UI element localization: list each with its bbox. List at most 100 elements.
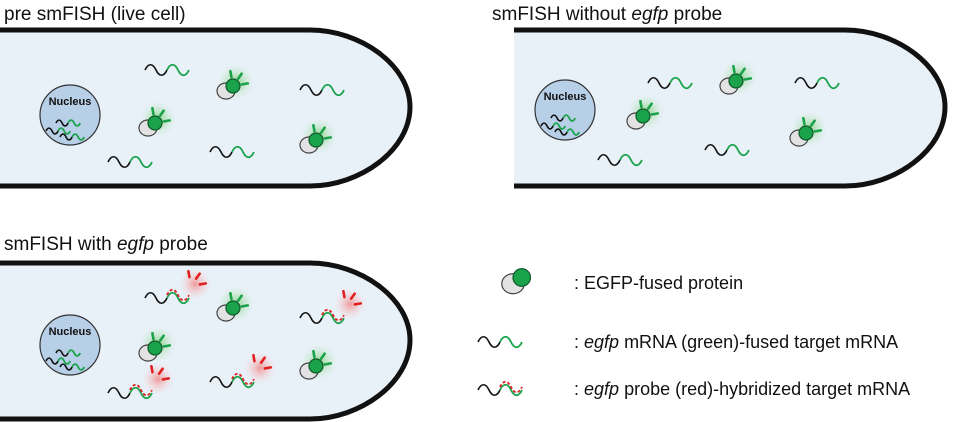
fluorescence-ray bbox=[639, 99, 643, 109]
fluorescence-ray bbox=[157, 367, 164, 375]
mrna-egfp-segment bbox=[566, 128, 581, 136]
fluorescence-ray bbox=[739, 67, 746, 75]
fluorescence-ray bbox=[150, 364, 154, 374]
mrna-target-segment bbox=[45, 357, 59, 365]
fluorescence-ray bbox=[162, 344, 172, 348]
egfp-protein bbox=[798, 125, 814, 141]
fluorescence-ray bbox=[349, 292, 356, 300]
fluorescence-ray bbox=[323, 362, 333, 366]
mrna-target-segment bbox=[59, 133, 73, 141]
probe-glow bbox=[244, 352, 276, 384]
fluorescence-ray bbox=[743, 77, 753, 81]
fluorescence-ray bbox=[732, 64, 736, 74]
mrna-egfp-segment bbox=[71, 363, 86, 371]
mrna bbox=[597, 153, 643, 167]
mrna-target-segment bbox=[144, 63, 168, 77]
fluorescence-ray bbox=[240, 304, 250, 308]
fluorescence-ray bbox=[252, 353, 256, 363]
mrna bbox=[45, 127, 72, 135]
nucleus-label: Nucleus bbox=[49, 96, 92, 108]
fluorescence-ray bbox=[353, 302, 363, 306]
mrna-target-segment bbox=[647, 76, 671, 90]
mrna-egfp-segment bbox=[562, 114, 577, 122]
egfp-protein bbox=[728, 73, 744, 89]
mrna bbox=[299, 83, 345, 97]
mrna-egfp-segment bbox=[231, 375, 255, 389]
mrna-target-segment bbox=[107, 155, 131, 169]
fluorescence-ray bbox=[319, 352, 326, 360]
mrna-egfp-segment bbox=[499, 383, 523, 397]
fluorescence-ray bbox=[158, 334, 165, 342]
mrna bbox=[45, 357, 72, 365]
egfp-protein bbox=[308, 358, 324, 374]
egfp-fused-protein bbox=[299, 344, 337, 380]
mrna bbox=[554, 128, 581, 136]
legend-probe-strand bbox=[499, 380, 523, 394]
mrna-egfp-segment bbox=[321, 83, 345, 97]
fluorescence-ray bbox=[259, 356, 266, 364]
mrna-target-segment bbox=[209, 145, 233, 159]
legend-mrna-label: : egfp mRNA (green)-fused target mRNA bbox=[574, 332, 899, 352]
mrna-target-segment bbox=[209, 375, 233, 389]
egfp-fused-protein bbox=[299, 118, 337, 154]
mrna-target-segment bbox=[59, 363, 73, 371]
nucleus-body bbox=[534, 79, 596, 141]
mrna-target-segment bbox=[299, 311, 323, 325]
fluorescence-ray bbox=[158, 109, 165, 117]
hybridized-mrna bbox=[107, 363, 174, 400]
legend-protein-label: : EGFP-fused protein bbox=[574, 273, 744, 293]
egfp-fused-protein bbox=[501, 268, 532, 295]
fluorescence-ray bbox=[323, 136, 333, 140]
fluorescence-ray bbox=[198, 282, 208, 286]
egfp-fused-protein bbox=[138, 326, 176, 362]
mrna bbox=[704, 143, 750, 157]
egfp-fused-protein bbox=[216, 64, 254, 100]
mrna-egfp-segment bbox=[669, 76, 693, 90]
mrna-target-segment bbox=[107, 386, 131, 400]
mrna bbox=[647, 76, 693, 90]
mrna bbox=[477, 335, 523, 349]
cell-with bbox=[0, 260, 413, 422]
mrna-egfp-segment bbox=[67, 119, 82, 127]
panel-title-pre: pre smFISH (live cell) bbox=[4, 4, 186, 25]
fluorescence-ray bbox=[187, 269, 191, 279]
egfp-protein bbox=[512, 268, 532, 287]
mrna-egfp-segment bbox=[231, 145, 255, 159]
fluorescence-ray bbox=[809, 119, 816, 127]
fluorescence-ray bbox=[229, 291, 233, 301]
egfp-protein bbox=[635, 108, 651, 124]
probe-glow bbox=[334, 288, 366, 320]
mrna-egfp-segment bbox=[57, 357, 72, 365]
mrna-egfp-segment bbox=[726, 143, 750, 157]
egfp-protein bbox=[225, 300, 241, 316]
mrna-target-segment bbox=[55, 349, 69, 357]
mrna-egfp-segment bbox=[57, 127, 72, 135]
fluorescence-ray bbox=[236, 294, 243, 302]
fluorescence-ray bbox=[650, 112, 660, 116]
fluorescence-ray bbox=[151, 106, 155, 116]
egfp-fused-protein bbox=[216, 286, 254, 322]
probe-strand bbox=[231, 372, 255, 386]
nucleus-body bbox=[39, 84, 101, 146]
mrna-egfp-segment bbox=[129, 386, 153, 400]
egfp-fused-protein bbox=[789, 111, 827, 147]
cell-without bbox=[514, 27, 948, 189]
mrna bbox=[59, 363, 86, 371]
fluorescence-ray bbox=[263, 366, 273, 370]
fluorescence-ray bbox=[151, 331, 155, 341]
mrna-target-segment bbox=[554, 128, 568, 136]
mrna-target-segment bbox=[597, 153, 621, 167]
mrna bbox=[477, 383, 523, 397]
egfp-fused-protein bbox=[138, 101, 176, 137]
fluorescence-ray bbox=[319, 126, 326, 134]
probe-glow bbox=[179, 268, 211, 300]
mrna bbox=[550, 114, 577, 122]
fluorescence-ray bbox=[802, 116, 806, 126]
fluorescence-ray bbox=[813, 129, 823, 133]
probe-strand bbox=[129, 383, 153, 397]
hybridized-mrna bbox=[299, 288, 366, 325]
mrna bbox=[540, 122, 567, 130]
mrna bbox=[107, 155, 153, 169]
mrna-target-segment bbox=[299, 83, 323, 97]
mrna-target-segment bbox=[540, 122, 554, 130]
